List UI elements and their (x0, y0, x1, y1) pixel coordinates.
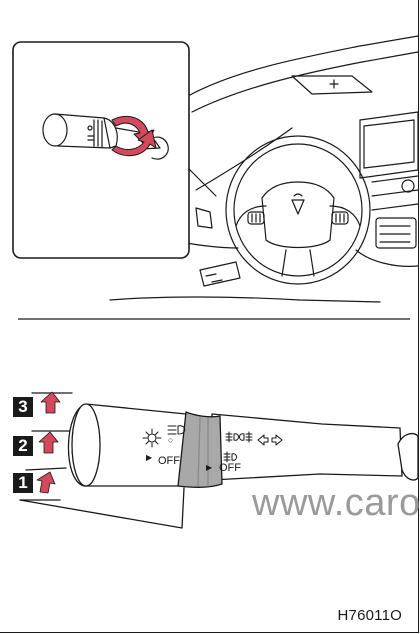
arrow-2 (39, 432, 58, 453)
arrow-1 (37, 472, 55, 493)
watermark: www.caro (252, 482, 420, 525)
auto-position-mark: ○ (168, 435, 173, 445)
guide-line-1 (26, 468, 66, 470)
callout-badge-2: 2 (13, 436, 33, 456)
callout-badge-1: 1 (13, 473, 33, 493)
headlight-off-label: OFF (158, 455, 180, 467)
arrow-3 (41, 392, 60, 413)
up-arrow-icon (37, 392, 60, 493)
fog-pointer: ▶ (206, 463, 212, 472)
switch-stalk (68, 404, 418, 486)
headlight-pointer: ▶ (146, 453, 152, 462)
fog-off-label: OFF (219, 462, 241, 474)
figure-reference-code: H76011O (338, 607, 403, 624)
callout-badge-3: 3 (13, 397, 33, 417)
guide-line-ring (20, 488, 184, 528)
